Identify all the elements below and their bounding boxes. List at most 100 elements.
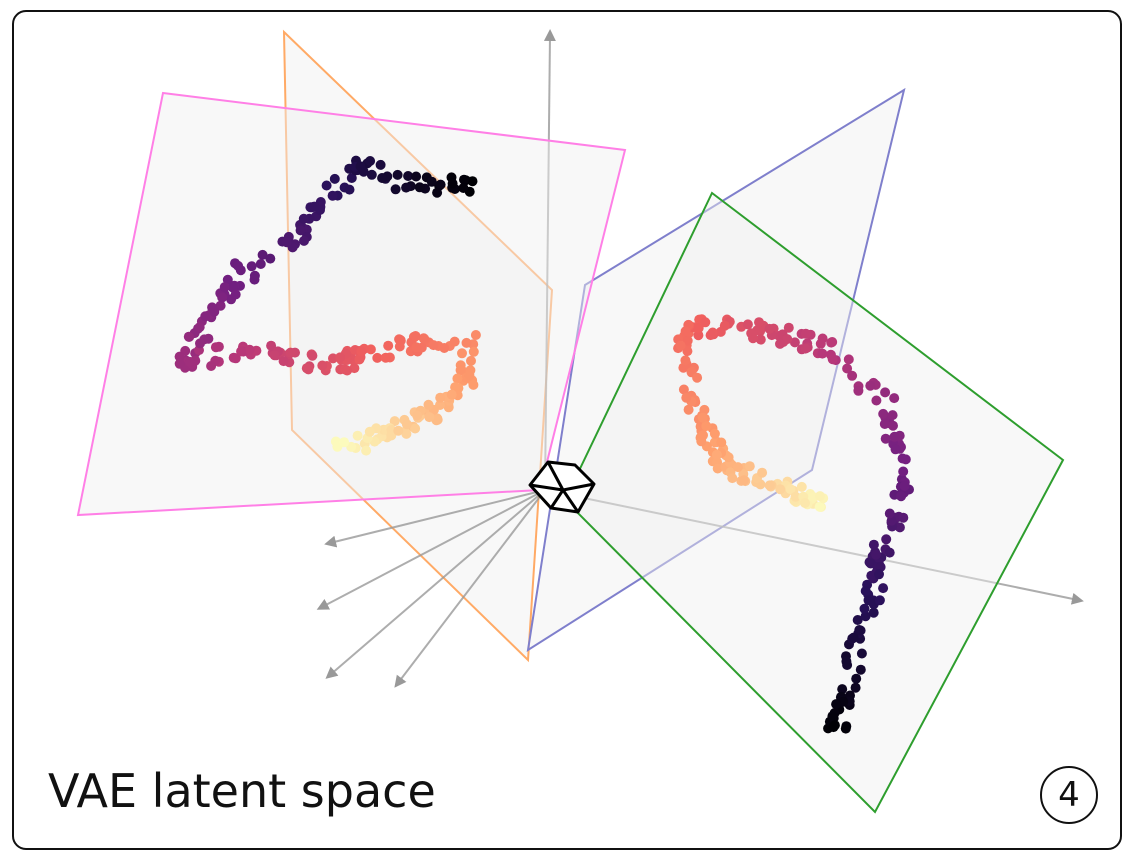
pink-plane-point — [459, 174, 469, 185]
pink-plane-point — [233, 260, 244, 271]
green-plane-point — [693, 323, 704, 333]
green-plane-point — [817, 348, 828, 359]
green-plane-point — [878, 583, 889, 594]
scatter-points — [174, 155, 914, 734]
pink-plane-point — [228, 352, 239, 363]
green-plane-point — [700, 317, 711, 328]
green-plane-point — [831, 699, 842, 710]
pink-plane-point — [295, 225, 306, 236]
green-plane-point — [742, 319, 753, 330]
pink-plane-point — [195, 338, 205, 349]
pink-plane-point — [401, 428, 412, 439]
pink-plane-point — [435, 400, 445, 410]
pink-plane-point — [392, 169, 403, 180]
green-plane-point — [785, 484, 796, 495]
pink-plane-point — [246, 261, 257, 272]
pink-plane-point — [394, 334, 405, 345]
pink-plane-point — [194, 322, 205, 333]
green-plane-point — [855, 664, 866, 675]
green-plane-point — [884, 547, 895, 558]
pink-plane-point — [390, 184, 401, 195]
green-plane-point — [843, 354, 854, 365]
pink-plane-point — [257, 249, 268, 260]
green-plane-point — [827, 354, 838, 365]
pink-plane-point — [269, 350, 280, 361]
pink-plane-point — [414, 182, 425, 193]
pink-plane-point — [457, 348, 467, 359]
pink-plane-point — [346, 441, 357, 452]
green-plane-point — [880, 433, 891, 444]
pink-plane-point — [435, 392, 446, 403]
pink-plane-point — [383, 340, 394, 351]
pink-plane-point — [377, 173, 388, 183]
green-plane-point — [698, 430, 708, 441]
green-plane-point — [851, 673, 862, 684]
pink-plane-point — [330, 436, 341, 447]
green-plane-point — [899, 480, 910, 491]
pink-plane-point — [219, 282, 230, 293]
pink-plane-point — [466, 355, 476, 366]
pink-plane-point — [309, 201, 320, 212]
green-plane-point — [860, 586, 871, 596]
pink-plane-point — [468, 379, 479, 390]
pink-plane-point — [174, 351, 185, 362]
green-plane-point — [682, 335, 693, 346]
green-plane-point — [675, 340, 686, 351]
pink-plane-point — [352, 430, 363, 441]
green-plane-point — [880, 387, 891, 398]
pink-plane-point — [432, 187, 443, 198]
pink-plane-point — [215, 300, 226, 311]
pink-plane-point — [364, 426, 375, 437]
green-plane-point — [894, 522, 905, 533]
green-plane-point — [868, 607, 879, 618]
pink-plane-point — [419, 334, 430, 345]
green-plane-point — [856, 648, 867, 659]
green-plane-point — [896, 491, 907, 502]
pink-plane-point — [361, 445, 372, 456]
green-plane-point — [815, 338, 826, 349]
pink-plane-point — [393, 425, 404, 436]
pink-plane-point — [327, 190, 338, 201]
green-plane-point — [705, 330, 716, 341]
pink-plane-point — [365, 156, 376, 166]
green-plane-point — [680, 326, 691, 337]
pink-plane-point — [461, 337, 472, 348]
green-plane-point — [841, 656, 852, 667]
green-plane-point — [693, 330, 704, 341]
green-plane-point — [898, 512, 909, 523]
green-plane-point — [775, 338, 785, 349]
panel-frame — [12, 10, 1122, 850]
pink-plane-point — [356, 346, 367, 357]
pink-plane-point — [249, 270, 260, 281]
pink-plane-point — [458, 183, 469, 193]
blue-plane — [526, 87, 906, 653]
pink-plane-point — [355, 161, 366, 172]
green-plane-point — [682, 346, 693, 357]
green-plane-point — [853, 385, 864, 396]
pink-plane-point — [428, 340, 439, 351]
green-plane-point — [716, 437, 727, 448]
camera-cube-icon — [528, 460, 596, 514]
pink-plane-point — [410, 423, 421, 434]
green-plane-point — [842, 363, 853, 374]
green-plane-point — [879, 419, 890, 429]
pink-plane-point — [298, 213, 309, 224]
pink-plane-point — [375, 159, 386, 170]
pink-plane-point — [447, 178, 458, 189]
green-plane-point — [815, 491, 825, 502]
pink-plane-point — [217, 292, 228, 303]
pink-plane-point — [439, 343, 450, 353]
pink-plane-point — [366, 169, 377, 180]
green-plane-point — [783, 322, 794, 333]
pink-plane-point — [321, 180, 332, 191]
green-plane-point — [865, 380, 876, 391]
pink-plane-point — [244, 344, 255, 355]
pink-plane-point — [452, 373, 463, 384]
green-plane-point — [732, 462, 743, 473]
green-plane-point — [840, 723, 851, 734]
pink-plane-point — [401, 182, 412, 193]
pink-plane-point — [301, 363, 312, 374]
axes — [316, 29, 1084, 688]
pink-plane-point — [339, 437, 350, 448]
